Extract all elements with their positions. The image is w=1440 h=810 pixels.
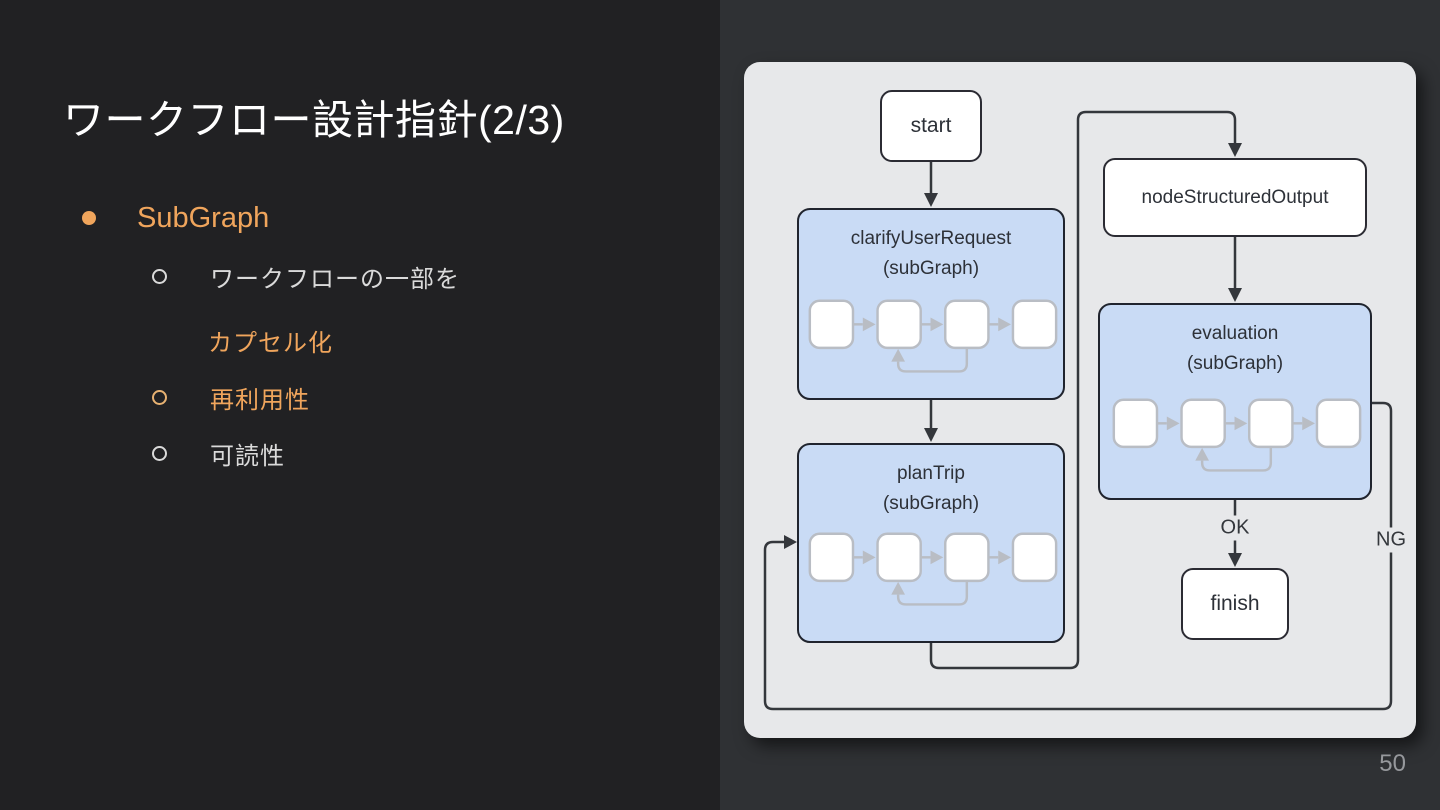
subgraph-steps-icon: [1112, 398, 1362, 472]
node-structured-output: nodeStructuredOutput: [1103, 158, 1367, 237]
node-finish: finish: [1181, 568, 1289, 640]
bullet-encapsulation-text: ワークフローの一部を: [210, 265, 460, 293]
node-plan-trip-label: planTrip: [897, 463, 965, 484]
node-clarify-user-request: clarifyUserRequest (subGraph): [797, 208, 1065, 400]
bullet-readability-text: 可読性: [210, 442, 285, 470]
page-number: 50: [1379, 750, 1406, 777]
edge-label-ng: NG: [1371, 527, 1411, 553]
node-evaluation-sublabel: (subGraph): [1186, 353, 1284, 374]
bullet-subgraph: SubGraph: [82, 199, 269, 237]
subgraph-title: planTrip (subGraph): [799, 445, 1063, 519]
slide-text-half: ワークフロー設計指針(2/3) SubGraph ワークフローの一部を カプセル…: [0, 0, 720, 810]
node-plan-trip-sublabel: (subGraph): [882, 493, 980, 514]
node-start-label: start: [910, 114, 952, 137]
node-start: start: [880, 90, 982, 162]
flowchart-edges: [763, 110, 1393, 711]
subgraph-steps-icon: [808, 299, 1058, 373]
diagram-panel: start clarifyUserRequest (subGraph): [744, 62, 1416, 738]
bullet-encapsulation: ワークフローの一部を: [152, 257, 460, 295]
bullet-circle-icon: [152, 268, 167, 284]
subgraph-title: evaluation (subGraph): [1100, 305, 1370, 379]
node-clarify-sublabel: (subGraph): [882, 258, 980, 279]
slide-title: ワークフロー設計指針(2/3): [63, 97, 565, 143]
edge-label-ok: OK: [1215, 515, 1255, 541]
bullet-circle-icon: [152, 445, 167, 461]
bullet-encapsulation-accent: カプセル化: [208, 329, 333, 357]
bullet-reusability-text: 再利用性: [210, 386, 310, 414]
slide-diagram-half: start clarifyUserRequest (subGraph): [720, 0, 1440, 810]
node-clarify-label: clarifyUserRequest: [850, 228, 1012, 249]
bullet-circle-icon: [152, 389, 167, 405]
bullet-reusability: 再利用性: [152, 378, 310, 416]
bullet-readability: 可読性: [152, 434, 285, 472]
subgraph-steps-icon: [808, 532, 1058, 606]
node-finish-label: finish: [1210, 592, 1260, 615]
bullet-subgraph-label: SubGraph: [137, 201, 270, 234]
node-evaluation-label: evaluation: [1191, 323, 1279, 344]
subgraph-title: clarifyUserRequest (subGraph): [799, 210, 1063, 284]
node-evaluation: evaluation (subGraph): [1098, 303, 1372, 500]
bullet-encapsulation-cont: カプセル化: [208, 321, 333, 359]
node-plan-trip: planTrip (subGraph): [797, 443, 1065, 643]
node-structured-output-label: nodeStructuredOutput: [1141, 186, 1329, 208]
bullet-dot-icon: [82, 211, 96, 225]
